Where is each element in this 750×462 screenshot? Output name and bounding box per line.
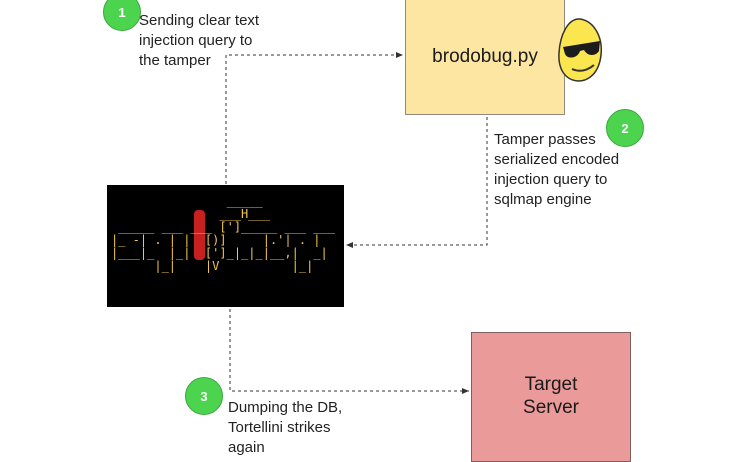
sqlmap-logo-icon [194,210,205,260]
brodobug-node: brodobug.py [405,0,565,115]
step-3-note: Dumping the DB, Tortellini strikes again [228,399,343,456]
arrow-sqlmap-to-target [229,309,469,394]
arrow-brodobug-to-sqlmap [346,117,488,248]
sqlmap-logo: _____ ___H___ _____ ___ ___ [']_____ ___… [107,185,344,307]
arrow-sqlmap-to-brodobug [225,52,403,184]
step-2-number: 2 [621,120,629,136]
step-2-note: Tamper passes serialized encoded injecti… [494,131,620,208]
step-3-number: 3 [200,388,208,404]
sqlmap-ascii-art: _____ ___H___ _____ ___ ___ [']_____ ___… [111,194,335,273]
step-2-badge: 2 [606,109,644,147]
step-1-note: Sending clear text injection query to th… [139,12,260,69]
target-server-label: Target Server [523,374,579,418]
sunglasses-emoji-icon [558,18,602,82]
step-1-badge: 1 [103,0,141,31]
step-3-badge: 3 [185,377,223,415]
flow-arrows [225,52,488,394]
step-1-number: 1 [118,4,126,20]
brodobug-label: brodobug.py [432,46,538,67]
target-server-node: Target Server [471,332,631,462]
